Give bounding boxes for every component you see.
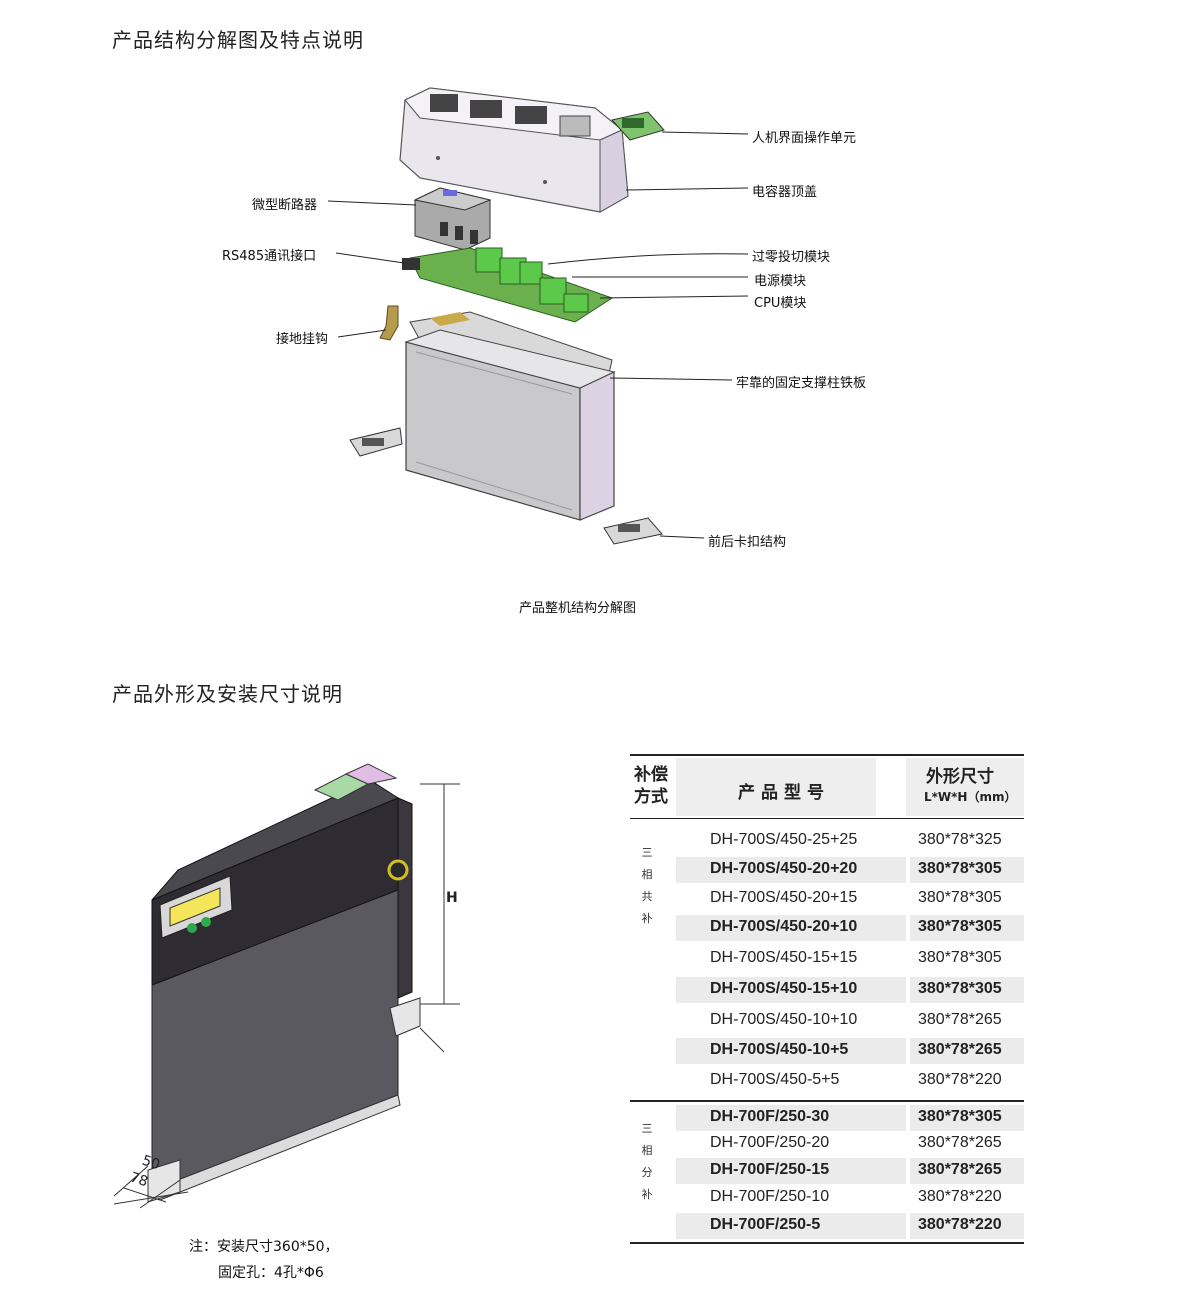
cell-model: DH-700F/250-5 (710, 1216, 821, 1233)
cell-model: DH-700S/450-25+25 (710, 831, 858, 848)
install-note-line2: 固定孔：4孔*Φ6 (218, 1265, 324, 1281)
header-compensation-type: 补偿方式 (634, 765, 668, 807)
cell-model: DH-700F/250-20 (710, 1134, 830, 1151)
table-rule-header (630, 818, 1024, 819)
cell-size: 380*78*265 (918, 1041, 1002, 1058)
cell-size: 380*78*325 (918, 831, 1002, 848)
foot-right-illustration (603, 517, 663, 545)
callout-cpu: CPU模块 (754, 296, 807, 311)
exploded-diagram: 人机界面操作单元 电容器顶盖 微型断路器 RS485通讯接口 过零投切模块 电源… (0, 0, 1200, 640)
header-dimensions-unit: L*W*H（mm） (924, 790, 1017, 804)
exploded-diagram-illustration (327, 87, 749, 545)
callout-zero-switch: 过零投切模块 (752, 250, 831, 265)
table-row: DH-700S/450-15+15 380*78*305 (676, 946, 1024, 972)
cell-size: 380*78*265 (918, 1134, 1002, 1151)
header-shade-2 (906, 758, 1024, 816)
cell-model: DH-700S/450-15+15 (710, 949, 858, 966)
group-label-shared: 三相共补 (641, 846, 653, 925)
cell-model: DH-700S/450-10+10 (710, 1011, 858, 1028)
cell-size: 380*78*305 (918, 860, 1002, 877)
callout-power: 电源模块 (754, 274, 807, 289)
table-rule-bottom (630, 1242, 1024, 1244)
cell-model: DH-700S/450-20+20 (710, 860, 858, 877)
table-row: DH-700S/450-20+10 380*78*305 (676, 915, 1024, 941)
section-title-structure: 产品结构分解图及特点说明 (112, 28, 364, 52)
cell-size: 380*78*305 (918, 980, 1002, 997)
cell-size: 380*78*265 (918, 1161, 1002, 1178)
table-row: DH-700S/450-15+10 380*78*305 (676, 977, 1024, 1003)
product-dimension-illustration: H 50 78 (100, 760, 460, 1210)
breaker-illustration (413, 187, 492, 251)
table-row: DH-700S/450-10+5 380*78*265 (676, 1038, 1024, 1064)
cell-model: DH-700S/450-15+10 (710, 980, 858, 997)
install-note-line1: 注：安装尺寸360*50， (189, 1239, 339, 1255)
table-row: DH-700F/250-10 380*78*220 (676, 1185, 1024, 1211)
callout-ground-hook: 接地挂钩 (276, 332, 329, 347)
callout-rs485: RS485通讯接口 (222, 249, 317, 264)
table-row: DH-700S/450-25+25 380*78*325 (676, 828, 1024, 854)
table-row: DH-700F/250-20 380*78*265 (676, 1131, 1024, 1157)
cell-model: DH-700S/450-20+15 (710, 889, 858, 906)
table-row: DH-700F/250-15 380*78*265 (676, 1158, 1024, 1184)
cell-model: DH-700S/450-10+5 (710, 1041, 849, 1058)
cell-size: 380*78*220 (918, 1188, 1002, 1205)
table-row: DH-700S/450-20+20 380*78*305 (676, 857, 1024, 883)
table-row: DH-700F/250-30 380*78*305 (676, 1105, 1024, 1131)
table-rule-group (630, 1100, 1024, 1102)
leader-lines (327, 131, 749, 539)
cell-model: DH-700S/450-20+10 (710, 918, 858, 935)
callout-breaker: 微型断路器 (252, 198, 318, 213)
group-label-split: 三相分补 (641, 1122, 653, 1201)
callout-top-cover: 电容器顶盖 (752, 185, 818, 200)
cell-size: 380*78*265 (918, 1011, 1002, 1028)
header-product-model: 产品型号 (738, 783, 830, 803)
table-row: DH-700S/450-5+5 380*78*220 (676, 1068, 1024, 1094)
cell-model: DH-700F/250-15 (710, 1161, 830, 1178)
cell-model: DH-700S/450-5+5 (710, 1071, 840, 1088)
callout-iron-plate: 牢靠的固定支撑柱铁板 (736, 376, 867, 391)
hmi-board-illustration (611, 111, 665, 141)
header-dimensions: 外形尺寸 (926, 767, 994, 787)
product-illustration (113, 763, 460, 1209)
table-row: DH-700S/450-10+10 380*78*265 (676, 1008, 1024, 1034)
pcb-illustration (402, 247, 614, 323)
cell-size: 380*78*220 (918, 1071, 1002, 1088)
dimension-h-label: H (446, 890, 458, 906)
cell-size: 380*78*305 (918, 918, 1002, 935)
callout-clip: 前后卡扣结构 (708, 535, 787, 550)
cell-size: 380*78*305 (918, 889, 1002, 906)
cell-size: 380*78*220 (918, 1216, 1002, 1233)
table-rule-top (630, 754, 1024, 756)
foot-left-illustration (349, 427, 403, 457)
table-row: DH-700F/250-5 380*78*220 (676, 1213, 1024, 1239)
cell-model: DH-700F/250-30 (710, 1108, 830, 1125)
cell-size: 380*78*305 (918, 1108, 1002, 1125)
capacitor-body-illustration (404, 329, 616, 521)
top-cover-illustration (399, 87, 629, 213)
cell-model: DH-700F/250-10 (710, 1188, 830, 1205)
cell-size: 380*78*305 (918, 949, 1002, 966)
diagram-caption: 产品整机结构分解图 (519, 601, 637, 616)
table-row: DH-700S/450-20+15 380*78*305 (676, 886, 1024, 912)
header-shade (676, 758, 876, 816)
section-title-dimensions: 产品外形及安装尺寸说明 (112, 682, 343, 706)
ground-hook-illustration (379, 305, 399, 341)
callout-hmi: 人机界面操作单元 (752, 131, 857, 146)
